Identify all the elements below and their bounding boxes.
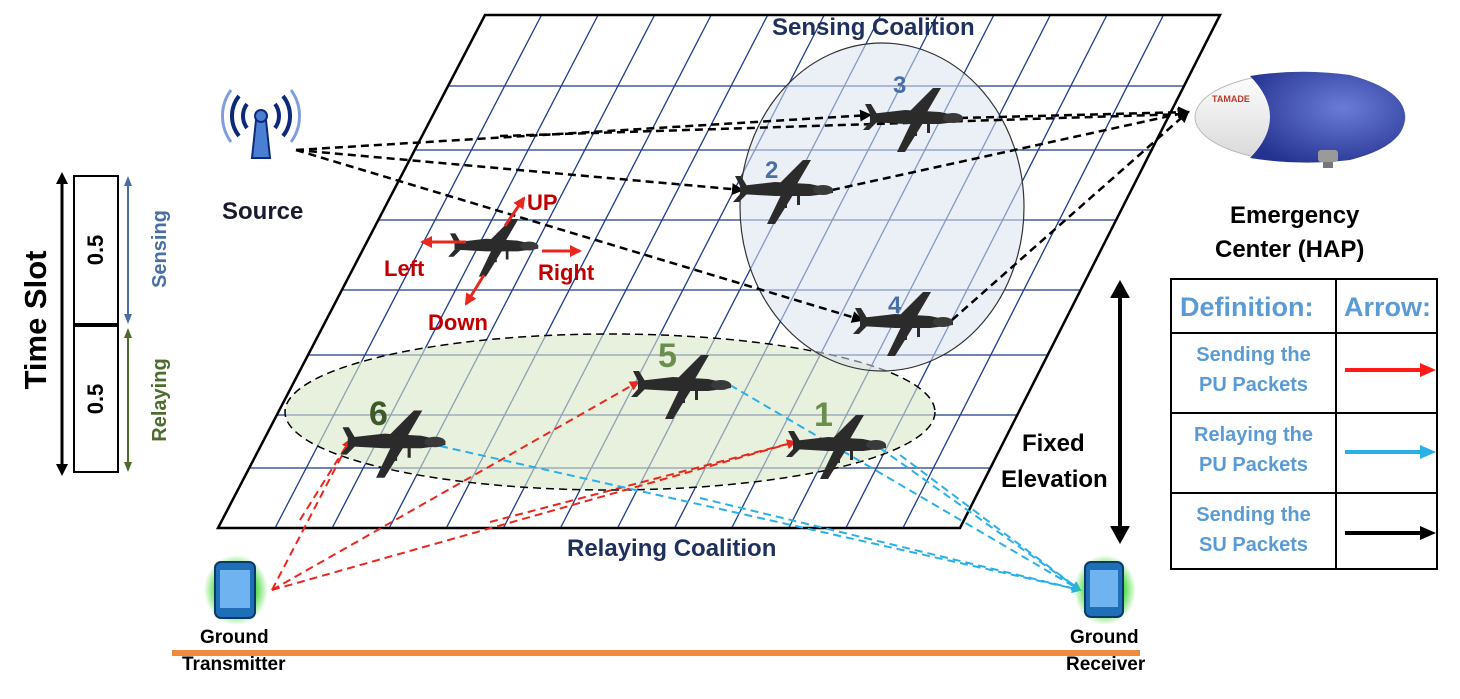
pu-relay-arrows: [439, 384, 1082, 594]
arrow-legend-table: Definition: Arrow: Sending the PU Packet…: [1170, 278, 1438, 570]
move-left-label: Left: [384, 256, 425, 281]
packet-arrow: [489, 441, 796, 523]
packet-arrow: [499, 112, 1186, 138]
legend-row-su-send: Sending the SU Packets: [1172, 492, 1436, 570]
packet-arrow: [271, 381, 640, 591]
source-label: Source: [222, 198, 304, 225]
ground-transmitter-icon: [204, 555, 268, 625]
legend-arrow-blue: [1345, 445, 1436, 459]
uav-3-number: 3: [893, 72, 907, 99]
ground-receiver-label-1: Ground: [1070, 627, 1139, 648]
legend-column-divider: [1335, 280, 1337, 568]
legend-pu-relay-line2: PU Packets: [1199, 454, 1308, 476]
packet-arrow: [271, 438, 351, 591]
move-down-label: Down: [428, 310, 488, 335]
fixed-elevation-label-2: Elevation: [1001, 466, 1108, 493]
ground-transmitter-label-2: Transmitter: [182, 654, 286, 675]
relaying-slot-box: [73, 325, 119, 473]
uav-moving-icon: [448, 219, 539, 277]
move-up-label: UP: [527, 190, 558, 215]
relaying-slot-label: Relaying: [149, 358, 171, 442]
ground-receiver-label-2: Receiver: [1066, 654, 1146, 675]
emergency-center-label-1: Emergency: [1230, 202, 1360, 229]
relaying-coalition-label: Relaying Coalition: [567, 535, 777, 562]
sensing-slot-label: Sensing: [149, 210, 171, 288]
packet-arrow: [831, 108, 1190, 192]
legend-row-pu-send: Sending the PU Packets: [1172, 332, 1436, 412]
packet-arrow: [899, 454, 1081, 591]
relaying-coalition-region: [284, 333, 936, 491]
fixed-elevation-arrow: [1110, 280, 1130, 544]
legend-header-arrow: Arrow:: [1344, 292, 1431, 322]
packet-arrow: [295, 148, 864, 323]
sensing-slot-box: [73, 175, 119, 325]
legend-arrow-red: [1345, 363, 1436, 377]
fixed-elevation-label-1: Fixed: [1022, 430, 1085, 457]
uav-1-number: 1: [814, 396, 833, 434]
packet-arrow: [439, 445, 1082, 594]
uav-2-number: 2: [765, 157, 779, 184]
sensing-coalition-region: [739, 42, 1025, 372]
uav-6-number: 6: [369, 395, 388, 433]
emergency-center-label-2: Center (HAP): [1215, 236, 1365, 263]
legend-pu-send-line1: Sending the: [1196, 344, 1311, 366]
packet-arrow: [295, 148, 744, 196]
packet-arrow: [951, 110, 1190, 321]
move-right-label: Right: [538, 260, 595, 285]
time-slot-title: Time Slot: [18, 250, 53, 390]
hap-brand-text: TAMADE: [1212, 94, 1250, 104]
legend-arrow-black: [1345, 526, 1436, 540]
ground-receiver-icon: [1074, 555, 1136, 625]
sensing-coalition-label: Sensing Coalition: [772, 14, 975, 41]
hap-airship-icon: TAMADE: [1194, 71, 1406, 168]
move-down-arrow: [464, 274, 486, 306]
relaying-slot-value: 0.5: [83, 383, 108, 415]
legend-su-send-line2: SU Packets: [1199, 534, 1308, 556]
source-tower-icon: [221, 89, 301, 159]
su-packet-arrows: [295, 106, 1190, 323]
uav-5-number: 5: [658, 337, 677, 375]
sensing-slot-value: 0.5: [83, 234, 108, 266]
uav-4-number: 4: [888, 292, 902, 319]
legend-row-pu-relay: Relaying the PU Packets: [1172, 412, 1436, 492]
move-up-arrow: [503, 196, 526, 227]
packet-arrow: [699, 497, 1081, 591]
legend-pu-send-line2: PU Packets: [1199, 374, 1308, 396]
packet-arrow: [729, 384, 1082, 592]
time-slot-diagram: [56, 172, 132, 476]
legend-header-definition: Definition:: [1180, 292, 1314, 322]
legend-pu-relay-line1: Relaying the: [1194, 424, 1313, 446]
legend-su-send-line1: Sending the: [1196, 504, 1311, 526]
ground-transmitter-label-1: Ground: [200, 627, 269, 648]
packet-arrow: [879, 447, 1082, 592]
